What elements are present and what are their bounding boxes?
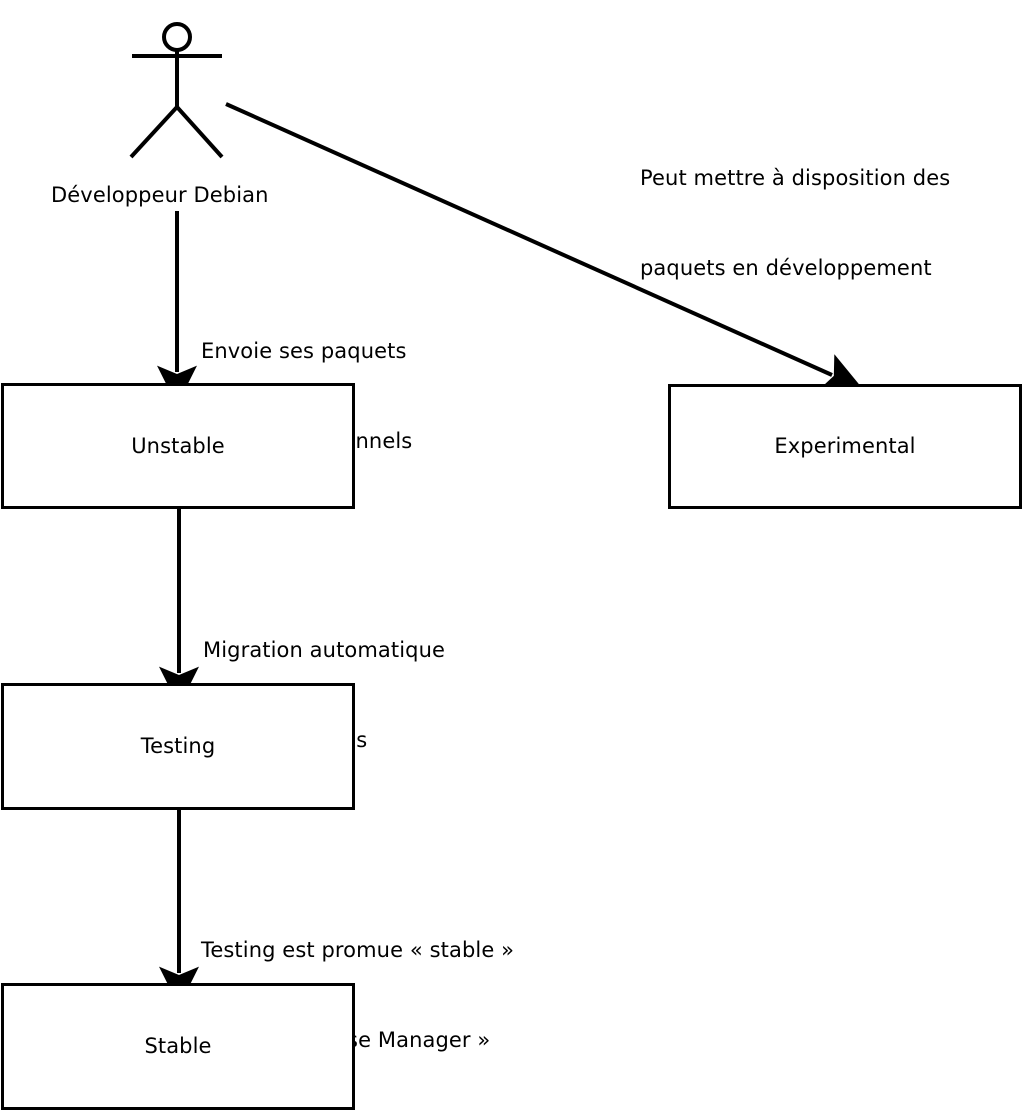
- node-label-testing: Testing: [140, 734, 216, 759]
- node-unstable[interactable]: Unstable: [1, 383, 355, 509]
- edge-label-line-1: Testing est promue « stable »: [201, 938, 515, 962]
- actor-label-developer: Développeur Debian: [51, 183, 269, 207]
- edge-label-line-1: Migration automatique: [203, 638, 446, 662]
- edge-label-line-1: Envoie ses paquets: [201, 339, 407, 363]
- edge-dev-to-experimental: [225, 102, 863, 391]
- node-stable[interactable]: Stable: [1, 983, 355, 1110]
- node-label-experimental: Experimental: [774, 434, 916, 459]
- node-testing[interactable]: Testing: [1, 683, 355, 810]
- node-label-stable: Stable: [144, 1034, 212, 1059]
- edge-label-line-1: Peut mettre à disposition des: [640, 166, 951, 190]
- edge-label-line-2: paquets en développement: [640, 256, 932, 280]
- stick-figure-icon: [129, 22, 224, 159]
- edge-label-dev-to-experimental: Peut mettre à disposition des paquets en…: [640, 103, 950, 343]
- node-experimental[interactable]: Experimental: [668, 384, 1022, 509]
- edge-label-testing-to-stable: Testing est promue « stable » par le « R…: [201, 875, 514, 1115]
- node-label-unstable: Unstable: [131, 433, 225, 458]
